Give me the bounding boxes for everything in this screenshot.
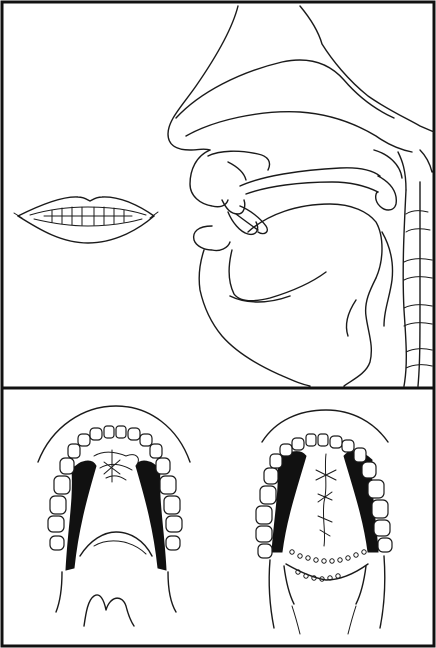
articulation-side-view bbox=[14, 6, 434, 386]
hard-palate bbox=[240, 168, 380, 186]
lips-front-view bbox=[14, 197, 158, 243]
upper-arch-right bbox=[256, 410, 392, 634]
palate-contact-views bbox=[38, 406, 392, 634]
soft-palate bbox=[376, 176, 397, 210]
sagittal-head-section bbox=[168, 6, 434, 386]
tongue-body bbox=[248, 204, 382, 278]
lower-lip bbox=[194, 226, 230, 251]
front-teeth bbox=[44, 207, 132, 225]
cervical-spine bbox=[403, 182, 432, 386]
mandible bbox=[229, 250, 326, 301]
pharynx bbox=[344, 278, 376, 386]
upper-arch-left bbox=[38, 406, 190, 626]
palatal-dots bbox=[290, 550, 366, 581]
